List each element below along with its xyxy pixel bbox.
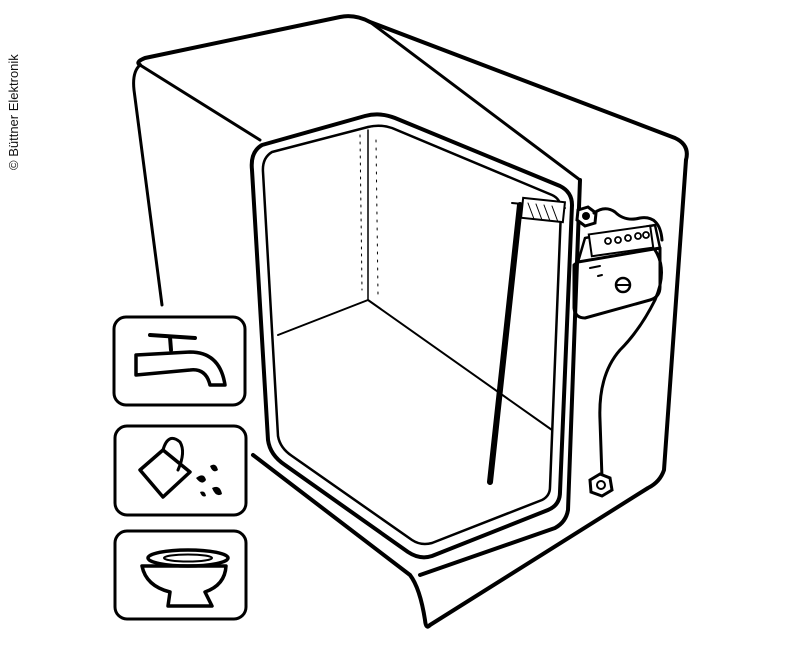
toilet-icon: [113, 529, 248, 621]
bucket-pour-icon: [113, 424, 248, 517]
water-tap-icon: [112, 315, 247, 407]
tank-cutaway: [249, 112, 574, 560]
drain-cable: [588, 248, 663, 498]
level-sensor-probe: [487, 196, 598, 485]
tank-body: [132, 14, 689, 629]
